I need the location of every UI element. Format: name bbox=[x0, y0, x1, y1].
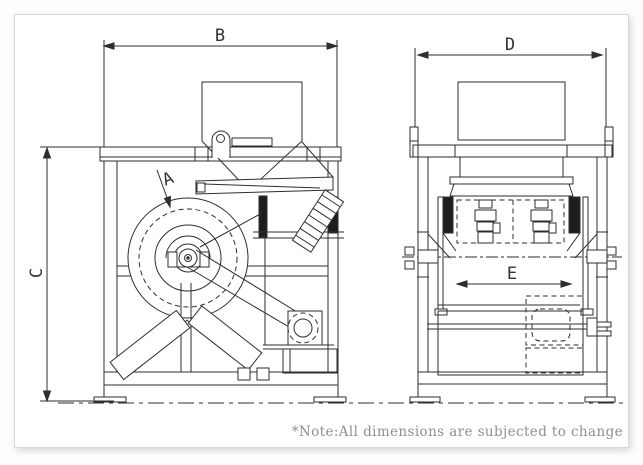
dimension-b-label: B bbox=[215, 26, 225, 46]
hatched-chute bbox=[291, 189, 345, 253]
side-frame bbox=[409, 126, 616, 403]
pivot-hole bbox=[216, 134, 225, 143]
dimension-d: D bbox=[414, 35, 607, 127]
dimension-e-label: E bbox=[507, 264, 517, 284]
dimension-a-label: A bbox=[160, 168, 177, 190]
bolt-left bbox=[474, 199, 501, 244]
drive-motor bbox=[186, 212, 338, 374]
hopper-side bbox=[449, 81, 574, 197]
side-view: D bbox=[402, 35, 622, 403]
drum-side bbox=[402, 196, 622, 316]
dimension-d-label: D bbox=[505, 35, 515, 55]
dimension-c-label: C bbox=[27, 268, 47, 278]
dimension-b: B bbox=[102, 26, 339, 147]
hopper-front bbox=[201, 81, 334, 193]
drum-supports bbox=[109, 283, 270, 381]
front-view: B C bbox=[27, 26, 347, 403]
bolt-right bbox=[530, 199, 557, 244]
lower-assembly bbox=[427, 295, 612, 376]
dimension-e: E bbox=[455, 264, 573, 288]
drawing-note: *Note:All dimensions are subjected to ch… bbox=[291, 424, 623, 440]
drum bbox=[127, 197, 249, 319]
dimension-c: C bbox=[27, 146, 114, 403]
